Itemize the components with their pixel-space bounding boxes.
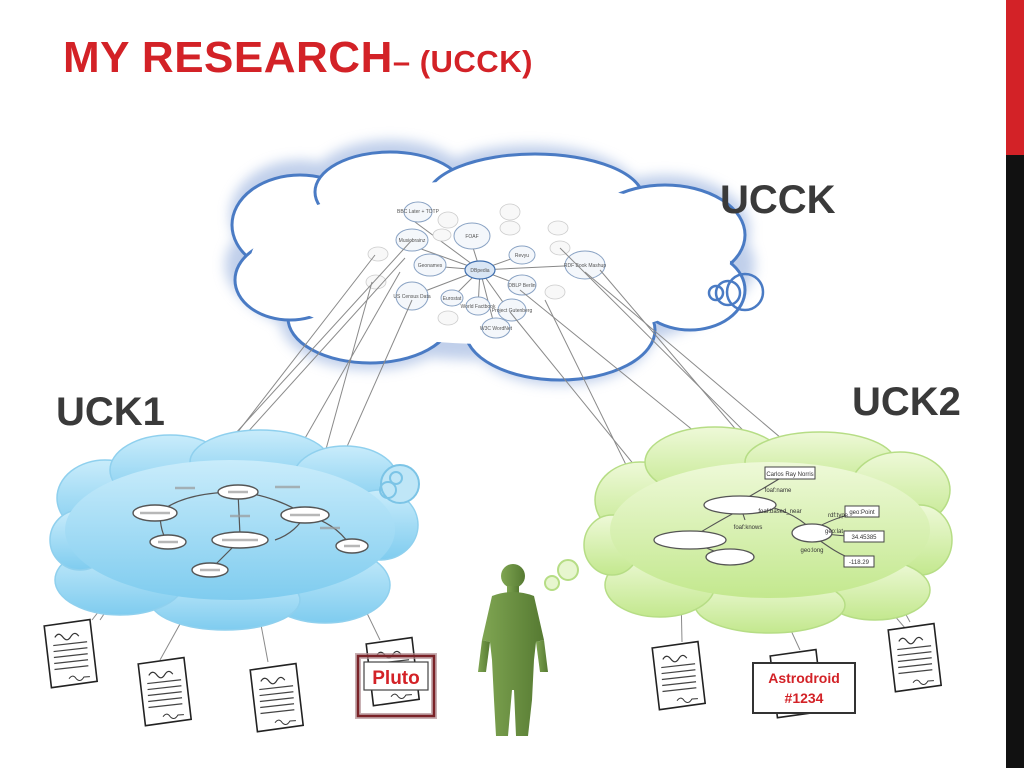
ucck-node-label: DBLP Berlin: [508, 283, 535, 289]
accent-bar-red: [1006, 0, 1024, 155]
uck2-edge-label: rdf:type: [828, 513, 849, 519]
astrodroid-tag: Astrodroid #1234: [752, 662, 856, 714]
ucck-node-label: FOAF: [465, 234, 478, 240]
uck2-value-label: geo:Point: [849, 510, 875, 516]
ucck-center-label: DBpedia: [470, 268, 489, 274]
document-icon: [137, 656, 193, 727]
ucck-label: UCCK: [720, 178, 836, 222]
document-icon: [43, 618, 99, 689]
document-icon: [887, 622, 943, 693]
uck2-cloud: [544, 426, 953, 634]
ucck-node-label: W3C WordNet: [480, 326, 513, 332]
astrodroid-label-line1: Astrodroid: [768, 670, 840, 686]
ucck-graph: DBpedia BBC Later + TOTP Musicbrainz Geo…: [365, 201, 606, 339]
uck2-graph: Carlos Ray Norris foaf:name foaf:based_n…: [653, 466, 885, 568]
uck2-value-label: -118.29: [849, 560, 870, 566]
uck1-cloud: [49, 429, 420, 631]
ucck-node-label: World Factbook: [461, 304, 496, 310]
uck2-edge-label: foaf:based_near: [758, 509, 801, 515]
ucck-node-label: US Census Data: [393, 294, 430, 300]
uck2-label: UCK2: [852, 380, 961, 424]
uck2-edge-label: foaf:knows: [734, 525, 763, 531]
pluto-label: Pluto: [372, 668, 420, 689]
title-sub: – (UCCK): [392, 44, 533, 79]
uck2-edge-label: geo:lat: [825, 529, 843, 535]
ucck-node-label: Geonames: [418, 263, 443, 269]
ucck-node-label: BBC Later + TOTP: [397, 209, 440, 215]
uck1-graph: [132, 484, 369, 578]
ucck-cloud: [225, 140, 765, 385]
uck2-edge-label: geo:long: [800, 548, 823, 554]
ucck-node-label: Eurostat: [443, 296, 462, 302]
document-icon: [249, 662, 305, 733]
ucck-node-label: RDF Book Mashup: [564, 263, 606, 269]
accent-bar-black: [1006, 155, 1024, 768]
slide-title: MY RESEARCH– (UCCK): [63, 36, 533, 80]
astrodroid-label-line2: #1234: [785, 690, 824, 706]
ucck-node-label: Project Gutenberg: [492, 308, 533, 314]
ucck-node-label: Revyu: [515, 253, 529, 259]
uck2-edge-label: foaf:name: [765, 488, 792, 494]
pluto-tag: Pluto: [355, 653, 437, 719]
uck1-label: UCK1: [56, 390, 165, 434]
document-icon: [651, 640, 707, 711]
uck2-value-label: 34.45385: [851, 535, 877, 541]
uck2-node-label: Carlos Ray Norris: [766, 472, 813, 478]
title-main: MY RESEARCH: [63, 33, 393, 82]
person-silhouette: [478, 564, 548, 736]
ucck-node-label: Musicbrainz: [399, 238, 426, 244]
